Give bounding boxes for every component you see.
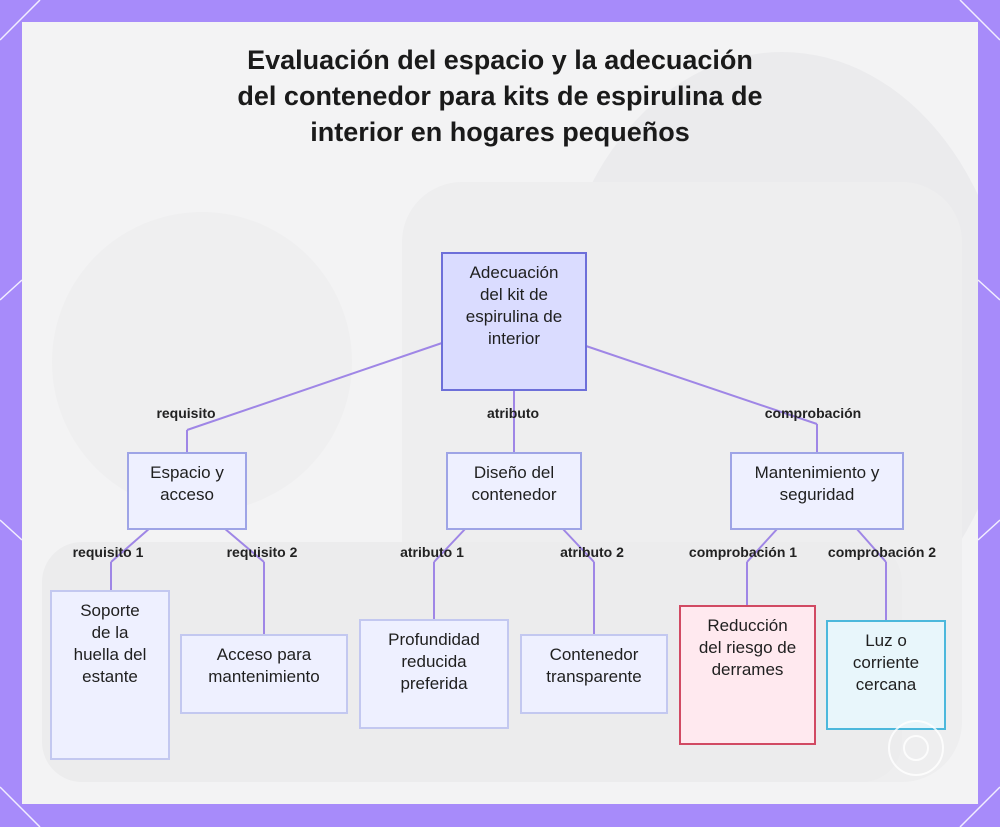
node-contenedor-transparente: Contenedor transparente xyxy=(520,634,668,714)
watermark-badge xyxy=(888,720,944,776)
edge-label-comprobacion-1: comprobación 1 xyxy=(688,544,798,560)
edge-label-atributo-2: atributo 2 xyxy=(560,544,624,560)
node-root: Adecuación del kit de espirulina de inte… xyxy=(441,252,587,391)
node-diseno-contenedor: Diseño del contenedor xyxy=(446,452,582,530)
edge-b1-c1 xyxy=(110,527,151,563)
node-espacio-acceso: Espacio y acceso xyxy=(127,452,247,530)
node-acceso-mantenimiento: Acceso para mantenimiento xyxy=(180,634,348,714)
edge-root-branch-3 xyxy=(585,345,818,425)
edge-b3-c1 xyxy=(746,527,779,563)
node-profundidad-reducida: Profundidad reducida preferida xyxy=(359,619,509,729)
node-luz-corriente: Luz o corriente cercana xyxy=(826,620,946,730)
node-reduccion-derrames: Reducción del riesgo de derrames xyxy=(679,605,816,745)
node-mantenimiento-seguridad: Mantenimiento y seguridad xyxy=(730,452,904,530)
diagram-title: Evaluación del espacio y la adecuación d… xyxy=(237,45,763,147)
edge-root-branch-1 xyxy=(186,342,443,431)
edge-label-comprobacion-2: comprobación 2 xyxy=(827,544,937,560)
edge-label-requisito-1: requisito 1 xyxy=(72,544,144,560)
node-soporte-huella: Soporte de la huella del estante xyxy=(50,590,170,760)
edge-label-branch-2: atributo xyxy=(486,405,540,421)
edge-b2-c2 xyxy=(561,527,595,563)
edge-label-branch-1: requisito xyxy=(156,405,216,421)
edge-label-branch-3: comprobación xyxy=(764,405,862,421)
edge-b1-c2 xyxy=(223,527,265,563)
edge-b3-c2 xyxy=(855,527,887,563)
edge-b2-c1 xyxy=(433,527,467,563)
edge-label-atributo-1: atributo 1 xyxy=(400,544,464,560)
edge-label-requisito-2: requisito 2 xyxy=(226,544,298,560)
